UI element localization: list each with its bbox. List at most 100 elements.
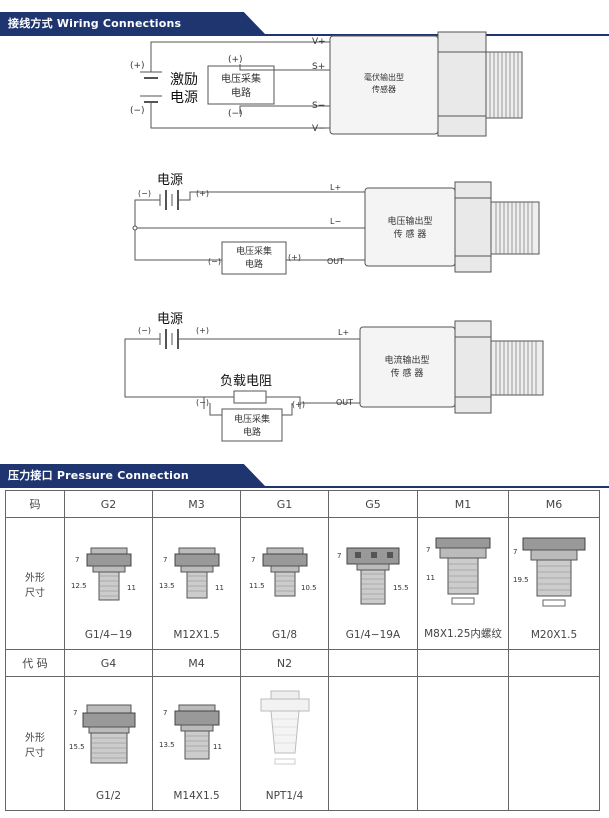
pressure-table: 码 G2 M3 G1 G5 M1 M6 外形 尺寸 7 12.5 11 G1/4…	[5, 490, 600, 811]
d3-sensor-2: 传 感 器	[391, 367, 424, 379]
d1-collector-1: 电压采集	[221, 72, 261, 85]
fitting-cell-m1: 7 11 M8X1.25内螺纹	[417, 517, 509, 650]
d1-vminus: V−	[312, 124, 326, 134]
d3-col-minus: (−)	[196, 398, 209, 407]
pressure-banner: 压力接口 Pressure Connection	[0, 464, 265, 486]
dim-label: 11	[127, 584, 136, 592]
d2-minus: (−)	[138, 189, 151, 198]
code-cell: G5	[328, 490, 418, 518]
dim-label: 13.5	[159, 582, 175, 590]
pressure-banner-title: 压力接口 Pressure Connection	[8, 469, 189, 482]
empty-cell	[508, 676, 600, 811]
d3-collector-1: 电压采集	[234, 413, 270, 425]
d2-sensor-2: 传 感 器	[394, 228, 427, 240]
dim-label: 13.5	[159, 741, 175, 749]
fitting-name: G1/2	[95, 790, 122, 802]
fitting-drawing-n2	[260, 690, 310, 765]
fitting-drawing-m1: 7 11	[426, 537, 491, 605]
dim-label: 7	[73, 709, 77, 717]
fitting-cell-g4: 7 15.5 G1/2	[64, 676, 153, 811]
d2-lminus: L−	[330, 217, 341, 226]
dim-label: 7	[251, 556, 255, 564]
code-cell: G2	[64, 490, 153, 518]
code-cell: M4	[152, 649, 241, 677]
d2-out: OUT	[327, 257, 344, 266]
d3-minus: (−)	[138, 326, 151, 335]
dim-label: 15.5	[69, 743, 85, 751]
fitting-cell-g2: 7 12.5 11 G1/4−19	[64, 517, 153, 650]
pressure-rule	[0, 486, 609, 488]
row2-code-label: 代 码	[5, 649, 65, 677]
wiring-banner: 接线方式 Wiring Connections	[0, 12, 265, 34]
dim-label: 7	[163, 556, 167, 564]
dim-label: 11	[213, 743, 222, 751]
fitting-name: M14X1.5	[173, 790, 220, 802]
fitting-drawing-m3: 7 13.5 11	[159, 547, 224, 599]
d3-sensor-1: 电流输出型	[384, 354, 429, 366]
d2-sensor-1: 电压输出型	[387, 215, 432, 227]
dim-label: 15.5	[393, 584, 409, 592]
d2-col-minus: (−)	[208, 257, 221, 266]
wiring-banner-title: 接线方式 Wiring Connections	[8, 17, 182, 30]
current-wiring-diagram: 电源 (−) (+) L+ 负载电阻 OUT (−) (+) 电压采集 电路 电…	[124, 312, 544, 442]
dim-label: 11.5	[249, 582, 265, 590]
shape-label-2: 尺寸	[25, 587, 45, 599]
fitting-cell-m3: 7 13.5 11 M12X1.5	[152, 517, 241, 650]
dim-label: 12.5	[71, 582, 87, 590]
fitting-name: G1/4−19A	[345, 629, 401, 641]
fitting-name: G1/8	[271, 629, 298, 641]
fitting-drawing-g1: 7 11.5 10.5	[249, 547, 317, 597]
dim-label: 11	[215, 584, 224, 592]
d2-col-plus: (+)	[288, 253, 301, 262]
voltage-wiring-diagram: 电源 (−) (+) L+ L− OUT (−) (+) 电压采集 电路 电压输…	[132, 173, 540, 275]
fitting-cell-g5: 7 15.5 G1/4−19A	[328, 517, 418, 650]
d1-sensor-2: 传感器	[372, 84, 396, 94]
d3-col-plus: (+)	[292, 400, 305, 409]
wiring-rule	[0, 34, 609, 36]
dim-label: 7	[163, 709, 167, 717]
d2-plus: (+)	[196, 189, 209, 198]
dim-label: 19.5	[513, 576, 529, 584]
millivolt-wiring-diagram: (+) (−) 激励 电源 (+) (−) 电压采集 电路 V+ S+ S− V…	[130, 31, 523, 137]
d3-load: 负载电阻	[220, 374, 272, 389]
d1-col-minus: (−)	[228, 109, 243, 119]
code-cell: M6	[508, 490, 600, 518]
dim-label: 7	[513, 548, 517, 556]
d1-minus: (−)	[130, 106, 145, 116]
fitting-name: M20X1.5	[530, 629, 578, 641]
d3-supply: 电源	[157, 312, 183, 327]
fitting-drawing-m6: 7 19.5	[513, 537, 586, 607]
dim-label: 7	[337, 552, 341, 560]
d2-lplus: L+	[330, 183, 341, 192]
fitting-cell-m4: 7 13.5 11 M14X1.5	[152, 676, 241, 811]
d3-plus: (+)	[196, 326, 209, 335]
code-cell: M1	[417, 490, 509, 518]
dim-label: 7	[75, 556, 79, 564]
shape-label-1: 外形	[25, 572, 45, 584]
dim-label: 7	[426, 546, 430, 554]
fitting-drawing-g5: 7 15.5	[337, 547, 409, 605]
d1-supply-1: 激励	[170, 71, 198, 88]
fitting-drawing-m4: 7 13.5 11	[159, 704, 222, 760]
fitting-drawing-g2: 7 12.5 11	[71, 547, 136, 601]
d1-splus: S+	[312, 62, 325, 72]
code-cell: G4	[64, 649, 153, 677]
d1-supply-2: 电源	[170, 90, 198, 106]
d1-collector-2: 电路	[231, 86, 251, 99]
shape-label-1: 外形	[25, 732, 45, 744]
row1-shape-label: 外形 尺寸	[5, 517, 65, 650]
row1-code-label: 码	[5, 490, 65, 518]
fitting-cell-n2: NPT1/4	[240, 676, 329, 811]
d1-sminus: S−	[312, 101, 325, 111]
d2-collector-1: 电压采集	[236, 245, 272, 257]
row2-shape-label: 外形 尺寸	[5, 676, 65, 811]
dim-label: 10.5	[301, 584, 317, 592]
d2-supply: 电源	[157, 173, 183, 188]
code-cell: G1	[240, 490, 329, 518]
fitting-cell-g1: 7 11.5 10.5 G1/8	[240, 517, 329, 650]
d2-collector-2: 电路	[245, 258, 263, 270]
d3-lplus: L+	[338, 328, 349, 337]
empty-cell	[328, 649, 418, 677]
d1-sensor-1: 毫伏输出型	[364, 72, 404, 82]
empty-cell	[417, 649, 509, 677]
